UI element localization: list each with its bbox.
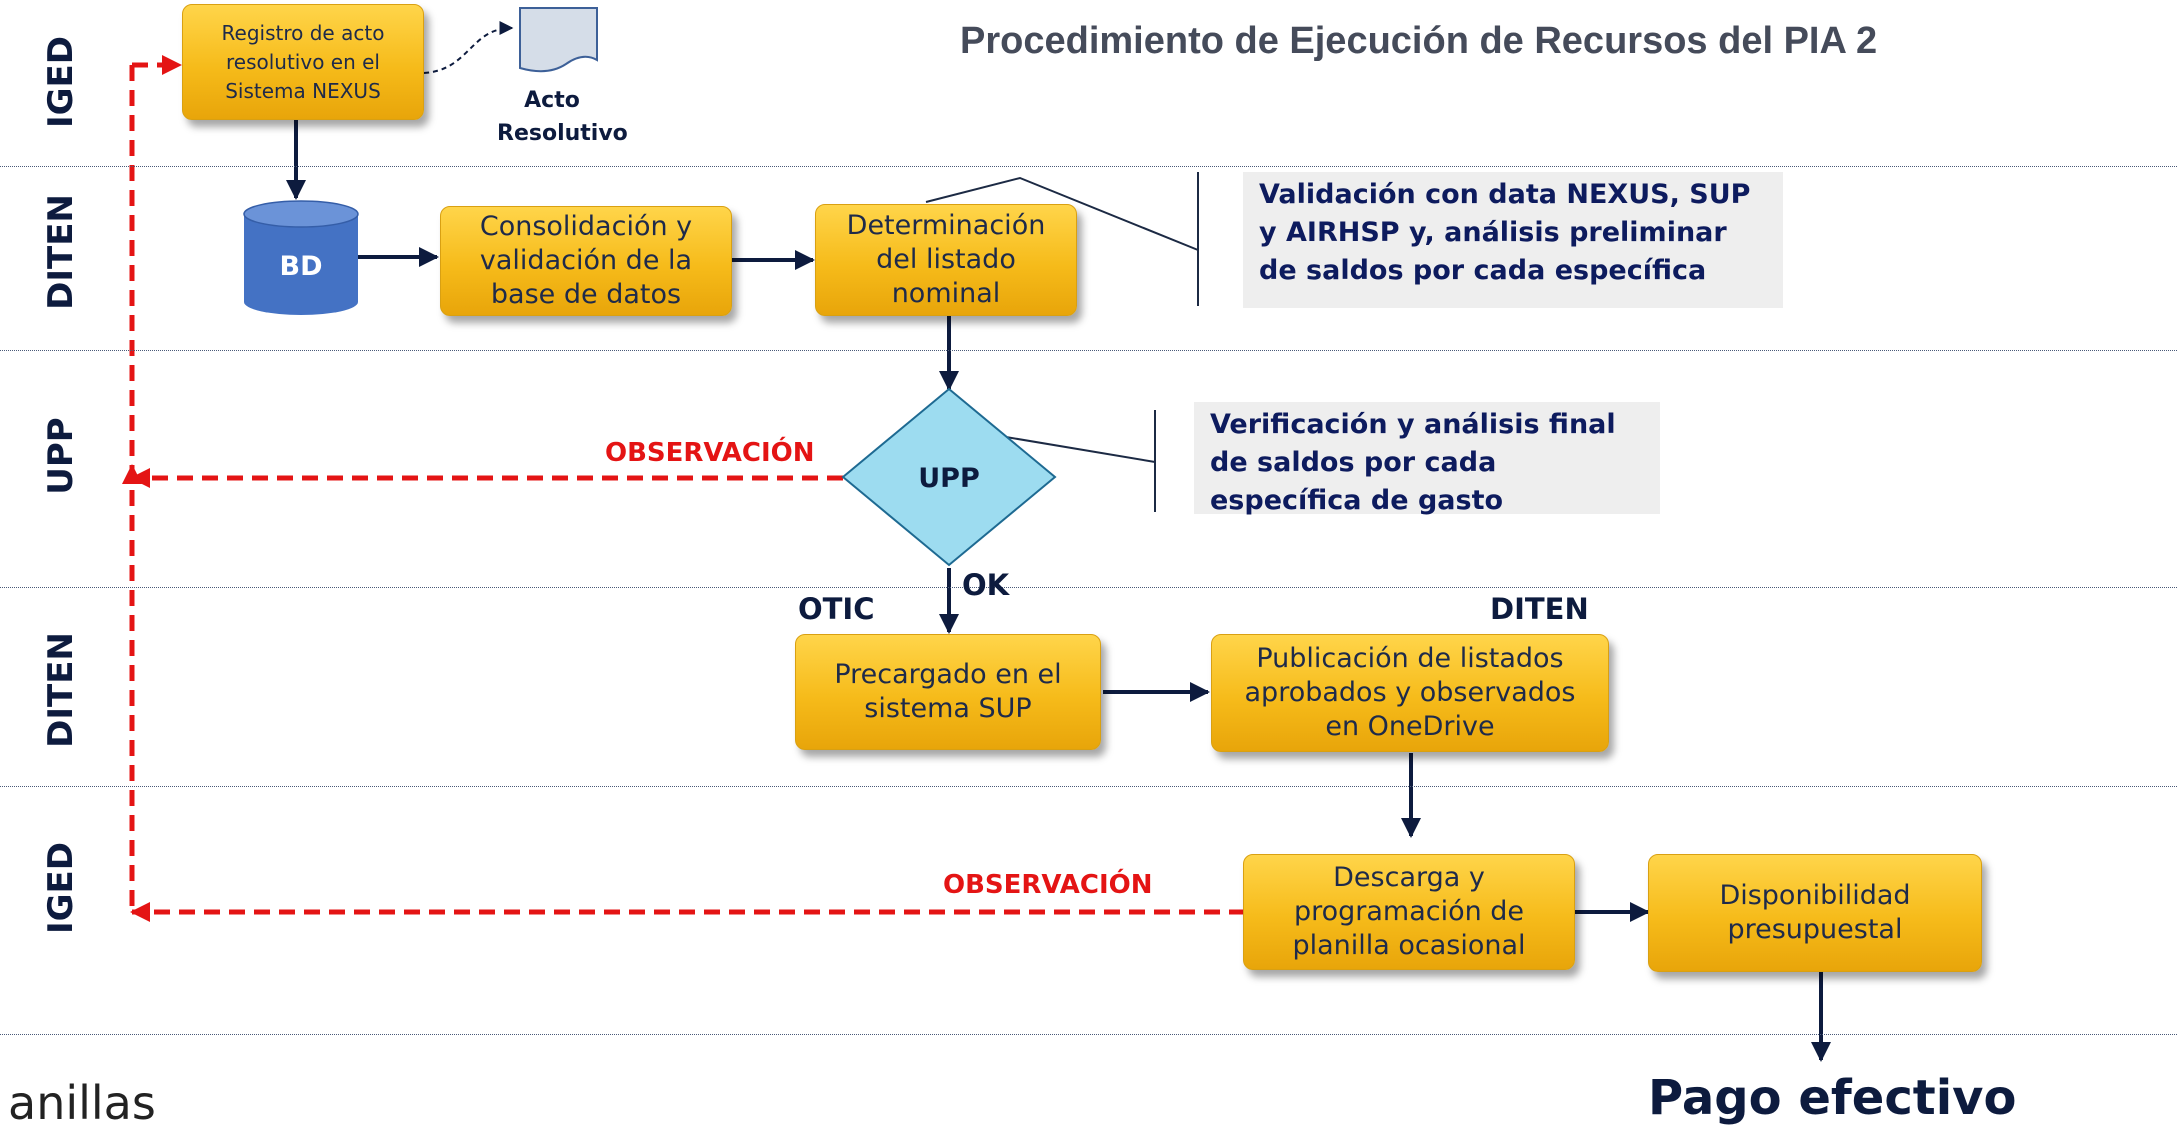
otic-label: OTIC bbox=[798, 592, 875, 626]
lane-separator bbox=[0, 587, 2177, 588]
ok-label: OK bbox=[962, 568, 1010, 602]
lane-label-upp: UPP bbox=[41, 417, 81, 495]
process-precargado: Precargado en el sistema SUP bbox=[795, 634, 1101, 750]
lane-label-diten-bottom: DITEN bbox=[41, 632, 81, 748]
database-label: BD bbox=[280, 251, 323, 282]
lane-separator bbox=[0, 786, 2177, 787]
document-icon bbox=[519, 7, 598, 73]
lane-label-iged-bottom: IGED bbox=[41, 841, 81, 935]
upp-decision-label: UPP bbox=[918, 463, 980, 494]
note-validacion: Validación con data NEXUS, SUP y AIRHSP … bbox=[1243, 172, 1783, 308]
observation-label-upp: OBSERVACIÓN bbox=[605, 438, 815, 468]
observation-label-iged: OBSERVACIÓN bbox=[943, 870, 1153, 900]
process-determinacion-label: Determinación del listado nominal bbox=[846, 210, 1046, 309]
process-determinacion: Determinación del listado nominal bbox=[815, 204, 1077, 316]
callout-line-validacion bbox=[925, 176, 1199, 251]
upp-decision-diamond: UPP bbox=[841, 387, 1057, 567]
page-title: Procedimiento de Ejecución de Recursos d… bbox=[960, 20, 1878, 62]
flow-arrows bbox=[286, 120, 1831, 1062]
database-cylinder: BD bbox=[243, 200, 359, 315]
process-consolidacion: Consolidación y validación de la base de… bbox=[440, 206, 732, 316]
process-publicacion-label: Publicación de listados aprobados y obse… bbox=[1244, 643, 1576, 742]
footer-text-fragment: anillas bbox=[8, 1076, 156, 1130]
document-label: Acto Resolutivo bbox=[497, 88, 628, 146]
callout-lines bbox=[925, 172, 1199, 512]
note-verificacion: Verificación y análisis final de saldos … bbox=[1194, 402, 1660, 516]
process-precargado-label: Precargado en el sistema SUP bbox=[834, 659, 1062, 724]
lane-separator bbox=[0, 166, 2177, 167]
process-disponibilidad-label: Disponibilidad presupuestal bbox=[1719, 880, 1911, 945]
process-publicacion: Publicación de listados aprobados y obse… bbox=[1211, 634, 1609, 752]
lane-label-iged-top: IGED bbox=[41, 35, 81, 129]
pago-efectivo-label: Pago efectivo bbox=[1648, 1070, 2017, 1126]
callout-line-verificacion bbox=[999, 435, 1156, 463]
diten-label: DITEN bbox=[1490, 592, 1589, 626]
process-disponibilidad: Disponibilidad presupuestal bbox=[1648, 854, 1982, 972]
process-descarga: Descarga y programación de planilla ocas… bbox=[1243, 854, 1575, 970]
lane-label-diten-top: DITEN bbox=[41, 194, 81, 310]
process-registro-acto: Registro de acto resolutivo en el Sistem… bbox=[182, 4, 424, 120]
arrow-registro-documento bbox=[423, 21, 514, 74]
observation-loop bbox=[122, 55, 1245, 922]
lane-separator bbox=[0, 350, 2177, 351]
lane-separator bbox=[0, 1034, 2177, 1035]
process-descarga-label: Descarga y programación de planilla ocas… bbox=[1292, 862, 1526, 961]
note-verificacion-text: Verificación y análisis final de saldos … bbox=[1210, 409, 1616, 516]
note-validacion-text: Validación con data NEXUS, SUP y AIRHSP … bbox=[1259, 179, 1751, 286]
process-consolidacion-label: Consolidación y validación de la base de… bbox=[479, 211, 693, 310]
process-registro-acto-label: Registro de acto resolutivo en el Sistem… bbox=[221, 20, 385, 103]
